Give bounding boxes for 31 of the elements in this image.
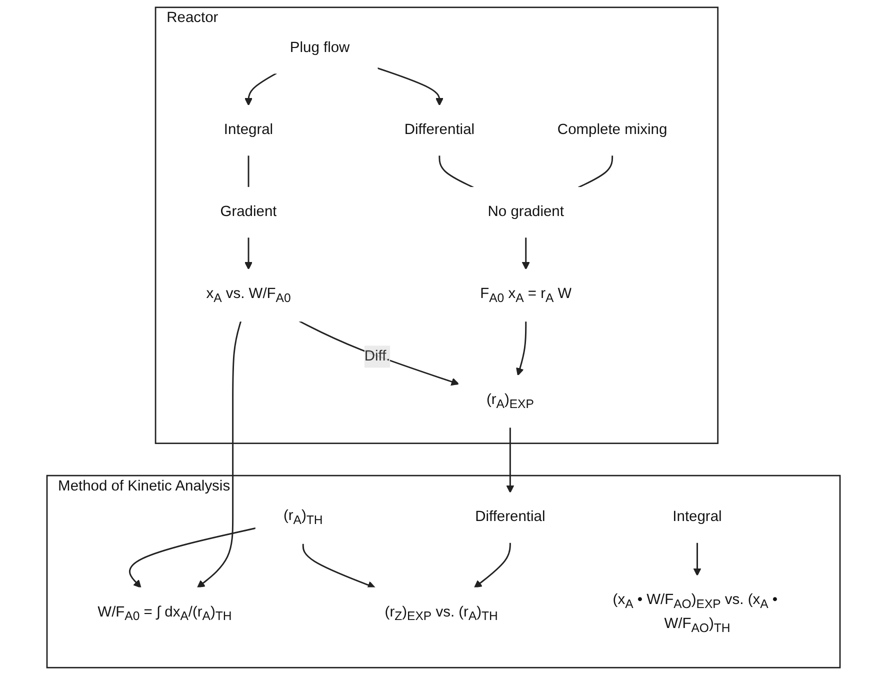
arrow bbox=[298, 320, 460, 386]
arrow bbox=[506, 427, 514, 494]
node-text: (r$_{Z}$)$_{EXP}$ vs. (r$_{A}$)$_{TH}$ bbox=[384, 604, 498, 623]
node-text: Plug flow bbox=[290, 40, 350, 56]
node-text: Gradient bbox=[220, 204, 277, 220]
arrow bbox=[244, 72, 277, 106]
arrow bbox=[516, 321, 527, 376]
arrow bbox=[377, 67, 444, 106]
connector bbox=[248, 155, 250, 188]
arrow bbox=[302, 543, 376, 589]
arrow bbox=[693, 542, 702, 576]
arrow bbox=[128, 527, 256, 588]
node-text: Differential bbox=[404, 122, 475, 138]
arrow bbox=[196, 320, 242, 588]
node-text: W/F$_{A0}$ = ∫ dx$_{A}$/(r$_{A}$)$_{TH}$ bbox=[98, 604, 232, 623]
node-text: F$_{A0}$ x$_{A}$ = r$_{A}$ W bbox=[480, 286, 572, 305]
node-text: No gradient bbox=[488, 204, 564, 220]
arrow bbox=[474, 542, 511, 588]
node-text: Differential bbox=[475, 509, 546, 525]
node-text: (x$_{A}$ • W/F$_{AO}$)$_{EXP}$ vs. (x$_{A}$ • W/F$_{AO}$)$_{TH}$ bbox=[612, 592, 778, 635]
node-text: Complete mixing bbox=[557, 122, 668, 138]
node-text: Integral bbox=[224, 122, 274, 138]
node-text: (r$_{A}$)$_{EXP}$ bbox=[486, 392, 534, 411]
node-text: (r$_{A}$)$_{TH}$ bbox=[283, 508, 323, 527]
node-text: x$_{A}$ vs. W/F$_{A0}$ bbox=[206, 286, 291, 305]
node-text: Integral bbox=[672, 509, 722, 525]
connector bbox=[578, 155, 614, 188]
arrow bbox=[244, 237, 253, 270]
connector bbox=[438, 155, 474, 188]
arrow bbox=[522, 237, 530, 270]
edge-label: Diff. bbox=[364, 348, 390, 364]
